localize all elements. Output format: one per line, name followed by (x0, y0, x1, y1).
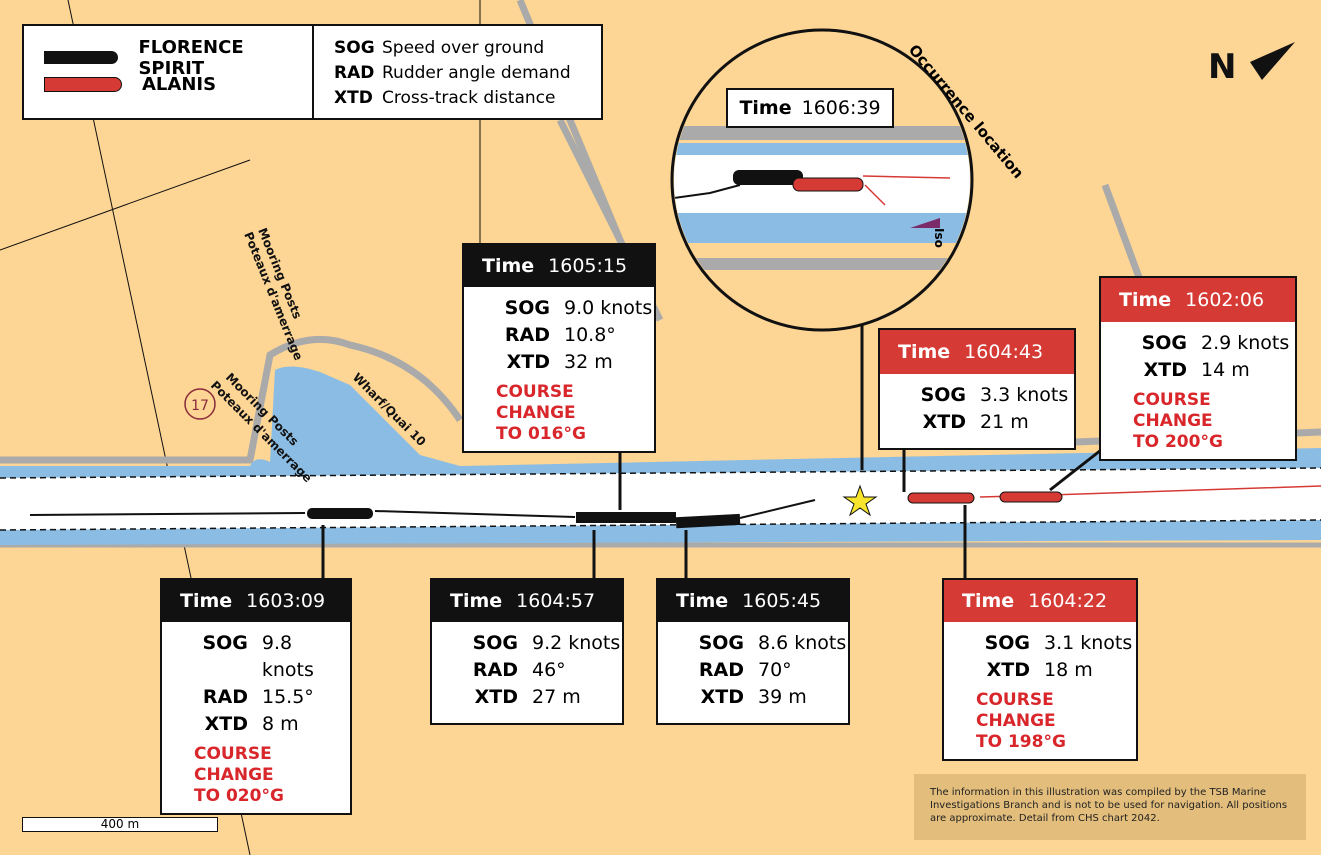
ship-icon (44, 77, 122, 92)
marker-label: 17 (191, 398, 209, 414)
alanis-positions (907, 491, 1063, 504)
time-value: 1606:39 (801, 97, 881, 119)
legend-florence-spirit: FLORENCE SPIRIT (44, 37, 312, 79)
svg-text:N: N (1208, 47, 1236, 87)
inset-time-box: Time 1606:39 (726, 88, 894, 128)
legend-alanis: ALANIS (44, 71, 312, 98)
marker-circle (184, 388, 216, 420)
ship-icon (44, 51, 119, 64)
disclaimer: The information in this illustration was… (914, 774, 1306, 840)
time-label: Time (739, 97, 792, 119)
occurrence-star-icon (842, 484, 878, 517)
zoom-inset: Iso Occurrence location (670, 28, 1027, 332)
florence-spirit-positions (307, 508, 741, 529)
north-arrow-icon: N (1208, 42, 1295, 87)
buoy-label: Iso (932, 228, 946, 248)
florence-spirit-track (29, 499, 816, 519)
scale-bar: 400 m (22, 817, 218, 832)
